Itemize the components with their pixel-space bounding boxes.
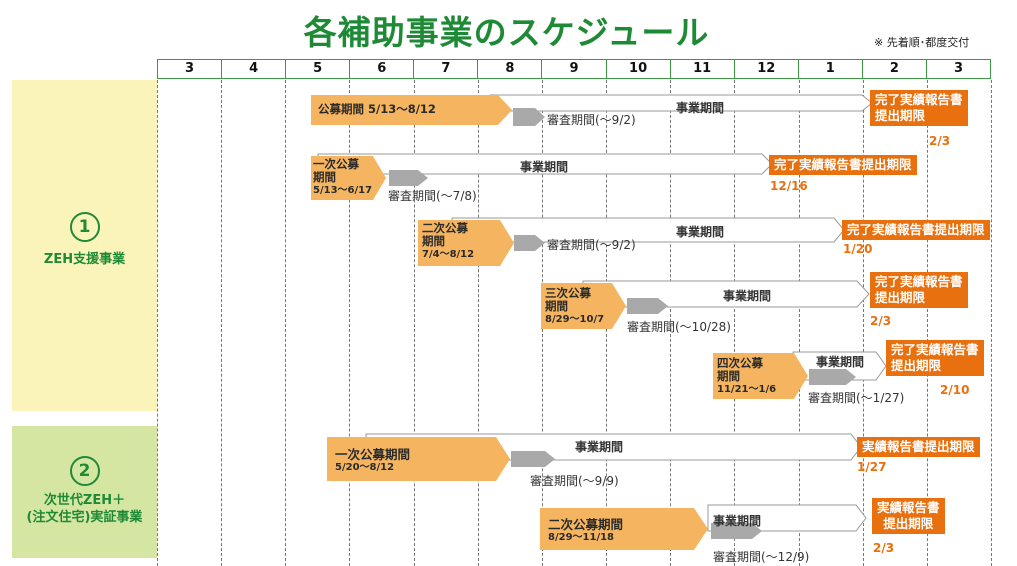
review-arrow bbox=[511, 451, 555, 467]
project-period-label: 事業期間 bbox=[676, 101, 725, 115]
deadline-date: 2/3 bbox=[873, 541, 895, 555]
month-cell: 6 bbox=[349, 60, 413, 78]
review-period-label: 審査期間(〜7/8) bbox=[388, 189, 477, 203]
application-arrow bbox=[540, 508, 708, 550]
band-next-gen-zeh: 2 次世代ZEH＋ (注文住宅)実証事業 bbox=[12, 426, 157, 558]
band-number: 2 bbox=[69, 456, 100, 486]
deadline-box: 完了実績報告書 提出期限 bbox=[886, 340, 984, 376]
band-zeh-support: 1 ZEH支援事業 bbox=[12, 80, 157, 411]
application-period-label: 二次公募 期間 7/4〜8/12 bbox=[422, 221, 475, 261]
application-period-label: 一次公募 期間 5/13〜6/17 bbox=[313, 157, 373, 197]
grid-line bbox=[991, 80, 992, 566]
review-arrow bbox=[809, 369, 856, 385]
application-arrow bbox=[713, 353, 808, 399]
deadline-date: 2/10 bbox=[940, 383, 970, 397]
review-period-label: 審査期間(〜10/28) bbox=[627, 320, 731, 334]
review-period-label: 審査期間(〜9/2) bbox=[547, 238, 636, 252]
deadline-date: 1/27 bbox=[857, 460, 887, 474]
month-cell: 7 bbox=[413, 60, 477, 78]
grid-line bbox=[927, 80, 928, 566]
deadline-date: 1/20 bbox=[843, 242, 873, 256]
project-period-label: 事業期間 bbox=[520, 160, 569, 174]
application-period-label: 四次公募 期間 11/21〜1/6 bbox=[717, 356, 777, 396]
grid-line bbox=[734, 80, 735, 566]
month-cell: 3 bbox=[925, 60, 990, 78]
band-label: 次世代ZEH＋ bbox=[43, 493, 126, 508]
application-arrow bbox=[327, 437, 510, 481]
deadline-box: 完了実績報告書提出期限 bbox=[769, 155, 917, 175]
application-arrow bbox=[311, 156, 386, 200]
band-number: 1 bbox=[69, 212, 100, 242]
application-arrow bbox=[311, 95, 512, 125]
project-period-label: 事業期間 bbox=[713, 514, 762, 528]
deadline-date: 12/16 bbox=[770, 179, 808, 193]
review-arrow bbox=[513, 108, 545, 126]
month-cell: 11 bbox=[669, 60, 734, 78]
grid-line bbox=[414, 80, 415, 566]
project-period-label: 事業期間 bbox=[723, 289, 772, 303]
project-period-label: 事業期間 bbox=[676, 225, 725, 239]
month-cell: 9 bbox=[541, 60, 605, 78]
review-period-label: 審査期間(〜9/9) bbox=[530, 474, 619, 488]
review-period-label: 審査期間(〜12/9) bbox=[713, 550, 810, 564]
deadline-box: 実績報告書提出期限 bbox=[857, 437, 980, 457]
month-cell: 4 bbox=[221, 60, 285, 78]
application-arrow bbox=[541, 283, 626, 329]
grid-line bbox=[670, 80, 671, 566]
grid-line bbox=[221, 80, 222, 566]
grid-line bbox=[863, 80, 864, 566]
project-period-label: 事業期間 bbox=[816, 355, 865, 369]
review-arrow bbox=[711, 523, 762, 539]
application-period-label: 三次公募 期間 8/29〜10/7 bbox=[545, 286, 605, 326]
review-arrow bbox=[514, 235, 545, 251]
note: ※ 先着順･都度交付 bbox=[874, 36, 970, 49]
month-cell: 12 bbox=[733, 60, 798, 78]
review-period-label: 審査期間(〜1/27) bbox=[808, 391, 905, 405]
deadline-box: 完了実績報告書 提出期限 bbox=[870, 90, 968, 126]
deadline-box: 実績報告書 提出期限 bbox=[872, 498, 945, 534]
band-label: ZEH支援事業 bbox=[43, 252, 126, 267]
grid-line bbox=[478, 80, 479, 566]
project-period-label: 事業期間 bbox=[575, 440, 624, 454]
month-cell: 5 bbox=[285, 60, 349, 78]
month-cell: 3 bbox=[185, 61, 195, 76]
month-cell: 8 bbox=[477, 60, 541, 78]
month-cell: 10 bbox=[605, 60, 670, 78]
deadline-date: 2/3 bbox=[870, 314, 892, 328]
band-label: (注文住宅)実証事業 bbox=[26, 510, 143, 525]
month-header: 3 4 5 6 7 8 9 10 11 12 1 2 3 bbox=[157, 59, 991, 79]
review-arrow bbox=[627, 298, 668, 314]
application-period-label: 一次公募期間 5/20〜8/12 bbox=[335, 447, 411, 473]
grid-line bbox=[157, 80, 158, 566]
application-period-label: 二次公募期間 8/29〜11/18 bbox=[548, 517, 624, 543]
grid-line bbox=[285, 80, 286, 566]
application-period-label: 公募期間 5/13〜8/12 bbox=[318, 102, 436, 116]
deadline-box: 完了実績報告書 提出期限 bbox=[870, 272, 968, 308]
month-cell: 1 bbox=[797, 60, 862, 78]
grid-line bbox=[799, 80, 800, 566]
application-arrow bbox=[418, 220, 514, 266]
month-cell: 2 bbox=[861, 60, 926, 78]
review-arrow bbox=[389, 170, 428, 186]
grid-line bbox=[349, 80, 350, 566]
page-title: 各補助事業のスケジュール bbox=[303, 13, 710, 52]
deadline-box: 完了実績報告書提出期限 bbox=[842, 220, 990, 240]
deadline-date: 2/3 bbox=[929, 134, 951, 148]
review-period-label: 審査期間(〜9/2) bbox=[547, 113, 636, 127]
